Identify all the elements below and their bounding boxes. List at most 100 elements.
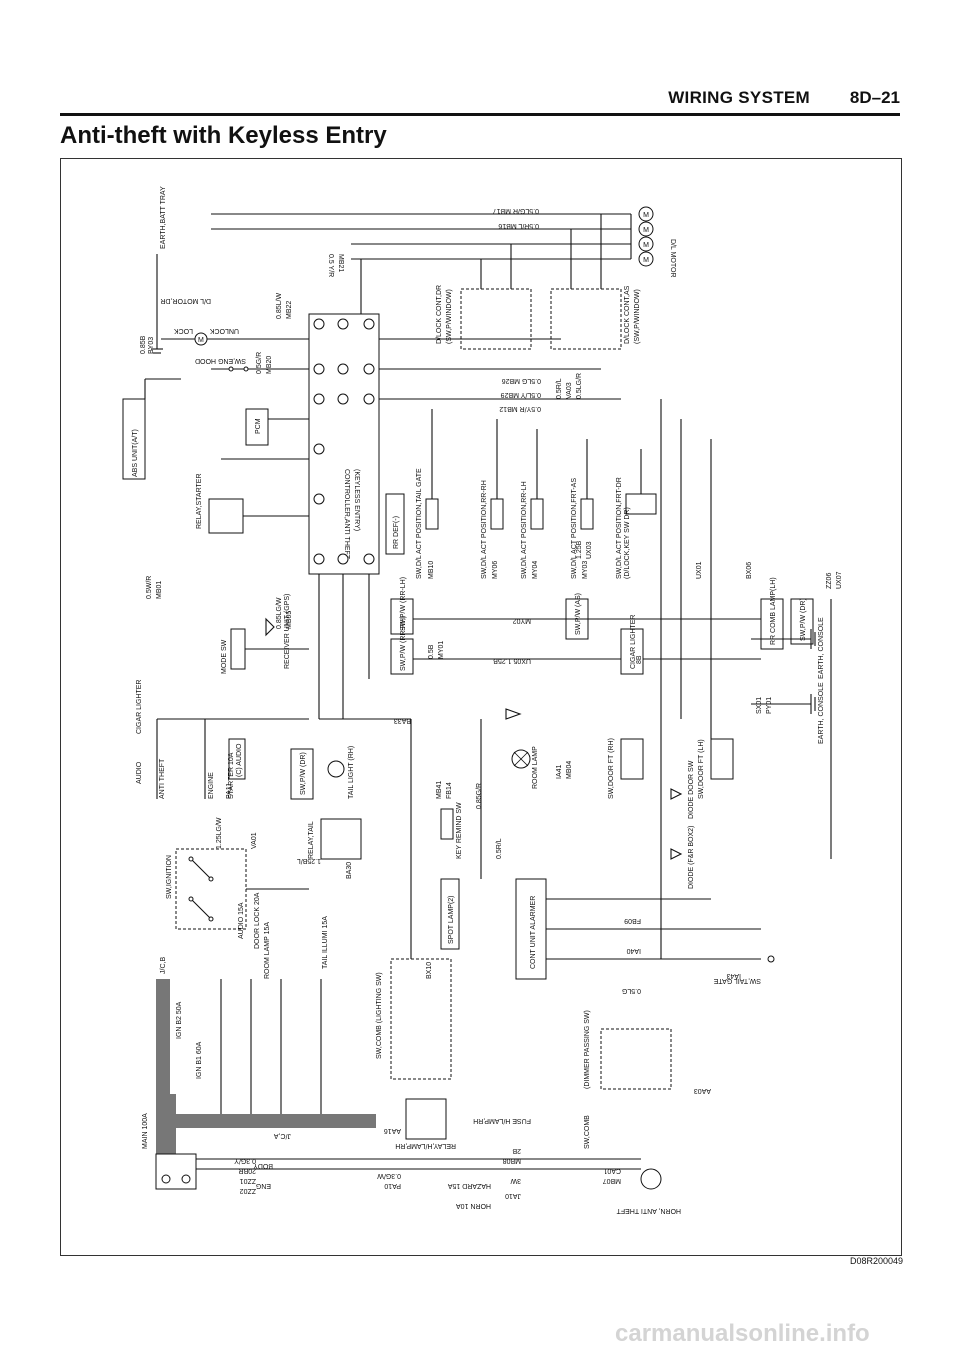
sw-door-ft-rh-label: SW,DOOR FT (RH): [608, 738, 615, 799]
wire-code: 3W: [510, 1177, 521, 1184]
sw-comb-lighting-label: SW,COMB (LIGHTING SW): [376, 972, 383, 1059]
sw-comb-lighting-box: [390, 958, 452, 1080]
earth-console2-label: EARTH, CONSOLE: [818, 682, 825, 744]
audio-fuse-label: AUDIO 15A: [238, 902, 245, 939]
sw-pw-rr-lh-box: [390, 598, 414, 635]
tail-illumi-fuse-label: TAIL ILLUMI 15A: [322, 916, 329, 969]
rr-def-label: RR DEF(-): [393, 516, 400, 549]
wire-code: UX05 1.25B: [493, 657, 531, 664]
wire-code: 8B: [636, 655, 643, 664]
sw-door-ft-lh-box: [710, 738, 734, 780]
cont-unit-alarmer-label: CONT UNIT ALARMER: [530, 896, 537, 969]
wire-code: MB20: [266, 356, 273, 374]
pcm-box: [245, 408, 269, 446]
wire-code: 0.5R/L: [556, 378, 563, 399]
dlock-cont-dr-label: D/LOCK CONT,DR: [436, 285, 443, 344]
sw-dl-act-positions: SW,D/L ACT POSITION,TAIL GATE SW,D/L ACT…: [416, 409, 657, 579]
wire-code: PY01: [766, 697, 773, 714]
wire-code: PA10: [384, 1182, 401, 1189]
dlock-cont-dr-box: [460, 288, 532, 350]
rr-def-box: [385, 493, 405, 555]
relay-tail-label: RELAY,TAIL: [308, 821, 315, 859]
dlock-cont-as-box: [550, 288, 622, 350]
wire-code: ZZ06: [826, 573, 833, 589]
starter-fuse-label: STARTER 10A: [228, 752, 235, 799]
tail-light-label: TAIL LIGHT (RH): [348, 746, 355, 799]
mode-sw-label: MODE SW: [221, 639, 228, 674]
wire-code: 0.5LG MB26: [502, 377, 541, 384]
wire-code: BY03: [148, 337, 155, 354]
wire-code: 0.5LG/R: [576, 373, 583, 399]
wire-code: 0.3G/W: [377, 1172, 401, 1179]
wire-code: UX07: [836, 571, 843, 589]
controller-anti-theft: CONTROLLER,ANTI THEFT (KEYLESS ENTRY): [221, 313, 621, 719]
room-lamp-label: ROOM LAMP: [532, 746, 539, 789]
sw-dl-frt-dr-sub: (D/LOCK,KEY SW DR): [624, 507, 631, 579]
dl-motor-dr-label: D/L MOTOR,DR: [160, 297, 211, 304]
dlock-cont-block: D/LOCK CONT,DR (SW,P/WINDOW) D/LOCK CONT…: [436, 214, 641, 350]
diagram-code: D08R200049: [850, 1256, 904, 1266]
sw-tail-gate-block: SW,TAIL GATE: [546, 955, 775, 984]
relay-starter-label: RELAY,STARTER: [196, 473, 203, 529]
key-remind-sw-box: [440, 808, 454, 840]
relay-hlamp-box: [405, 1098, 447, 1140]
sw-pw-as-label: SW,P/W (AS): [575, 593, 582, 635]
wire-code: MB07: [603, 1177, 621, 1184]
spot-lamp-box: [440, 878, 460, 950]
ign-b2-label: IGN B2 50A: [176, 1001, 183, 1039]
horn-icon: [640, 1168, 662, 1190]
wire-code: MB01: [156, 581, 163, 599]
c-audio-box: [228, 738, 246, 780]
wire-code: IA43: [726, 972, 741, 979]
wire-code: MB04: [566, 761, 573, 779]
wire-code: MY06: [492, 561, 499, 579]
dl-motor-cluster: M M M M D/L MOTOR 0.5LG/R MB17 0.5R/L MB…: [211, 206, 676, 278]
dl-motor-label: D/L MOTOR: [669, 239, 676, 278]
sw-door-ft-lh-label: SW,DOOR FT (LH): [698, 739, 705, 799]
spot-lamp-label: SPOT LAMP(2): [448, 896, 455, 945]
svg-text:M: M: [643, 227, 649, 234]
sw-comb-dimmer-box: [600, 1028, 672, 1090]
jca-label: J/C,A: [274, 1132, 291, 1139]
relay-tail-box: [320, 818, 362, 860]
wire-code: 0.3G/Y: [234, 1157, 256, 1164]
jca-bus: [176, 1114, 376, 1128]
relay-starter-block: RELAY,STARTER PCM MODE SW RECEIVER UNIT …: [196, 408, 309, 674]
wire-code: MY03: [582, 561, 589, 579]
sw-ignition-block: SW,IGNITION: [166, 848, 309, 930]
cont-unit-alarmer-box: [515, 878, 547, 980]
abs-unit-box: [122, 398, 146, 480]
relay-tail-block: RELAY,TAIL SW,P/W (DR) TAIL LIGHT (RH): [290, 746, 362, 860]
sw-dl-tail-label: SW,D/L ACT POSITION,TAIL GATE: [416, 468, 423, 579]
wire-code: BX06: [746, 562, 753, 579]
wire-code: 0.5 Y/R: [327, 254, 334, 277]
cigar-lighter-label: CIGAR LIGHTER: [630, 615, 637, 669]
header-rule: [60, 113, 900, 116]
wire-code: 0.5R/L: [496, 838, 503, 859]
svg-text:M: M: [643, 257, 649, 264]
fuse-top-block: AUDIO CIGAR LIGHTER ANTI THEFT ENGINE (C…: [136, 680, 309, 799]
sw-dl-frt-as-label: SW,D/L ACT POSITION,FRT-AS: [571, 478, 578, 579]
dl-motor-1-icon: [638, 206, 654, 222]
wire-code: MY02: [513, 617, 531, 624]
wire-code: JA10: [505, 1192, 521, 1199]
wire-code: VA01: [251, 832, 258, 849]
wire-code: SX01: [756, 697, 763, 714]
lock-label: LOCK: [174, 327, 193, 334]
receiver-label: RECEIVER UNIT (GPS): [284, 594, 291, 669]
hazard-fuse-label: HAZARD 15A: [447, 1182, 491, 1189]
battery-box: [155, 1153, 197, 1190]
wiring-diagram-svg: M M M M D/L MOTOR 0.5LG/R MB17 0.5R/L MB…: [122, 186, 843, 1214]
cigar-earth-block: CIGAR LIGHTER EARTH, CONSOLE EARTH, CONS…: [620, 615, 825, 744]
anti-theft-fuse-label: ANTI THEFT: [159, 758, 166, 799]
wire-code: 0.5W/R: [146, 576, 153, 599]
key-remind-sw-label: KEY REMIND SW: [456, 802, 463, 859]
sw-pw-rr-rh-box: [390, 638, 414, 675]
sw-tail-gate-label: SW,TAIL GATE: [713, 977, 761, 984]
section-title: WIRING SYSTEM: [668, 88, 810, 107]
mode-sw-box: [230, 628, 246, 670]
abs-unit-block: ABS UNIT(A/T) EARTH,BATT TRAY BY03 0.85B: [122, 186, 181, 480]
wire-code: 1.25B/L: [297, 857, 321, 864]
relay-starter-box: [208, 498, 244, 534]
sw-comb-dimmer-label: (DIMMER PASSING SW): [584, 1010, 591, 1089]
